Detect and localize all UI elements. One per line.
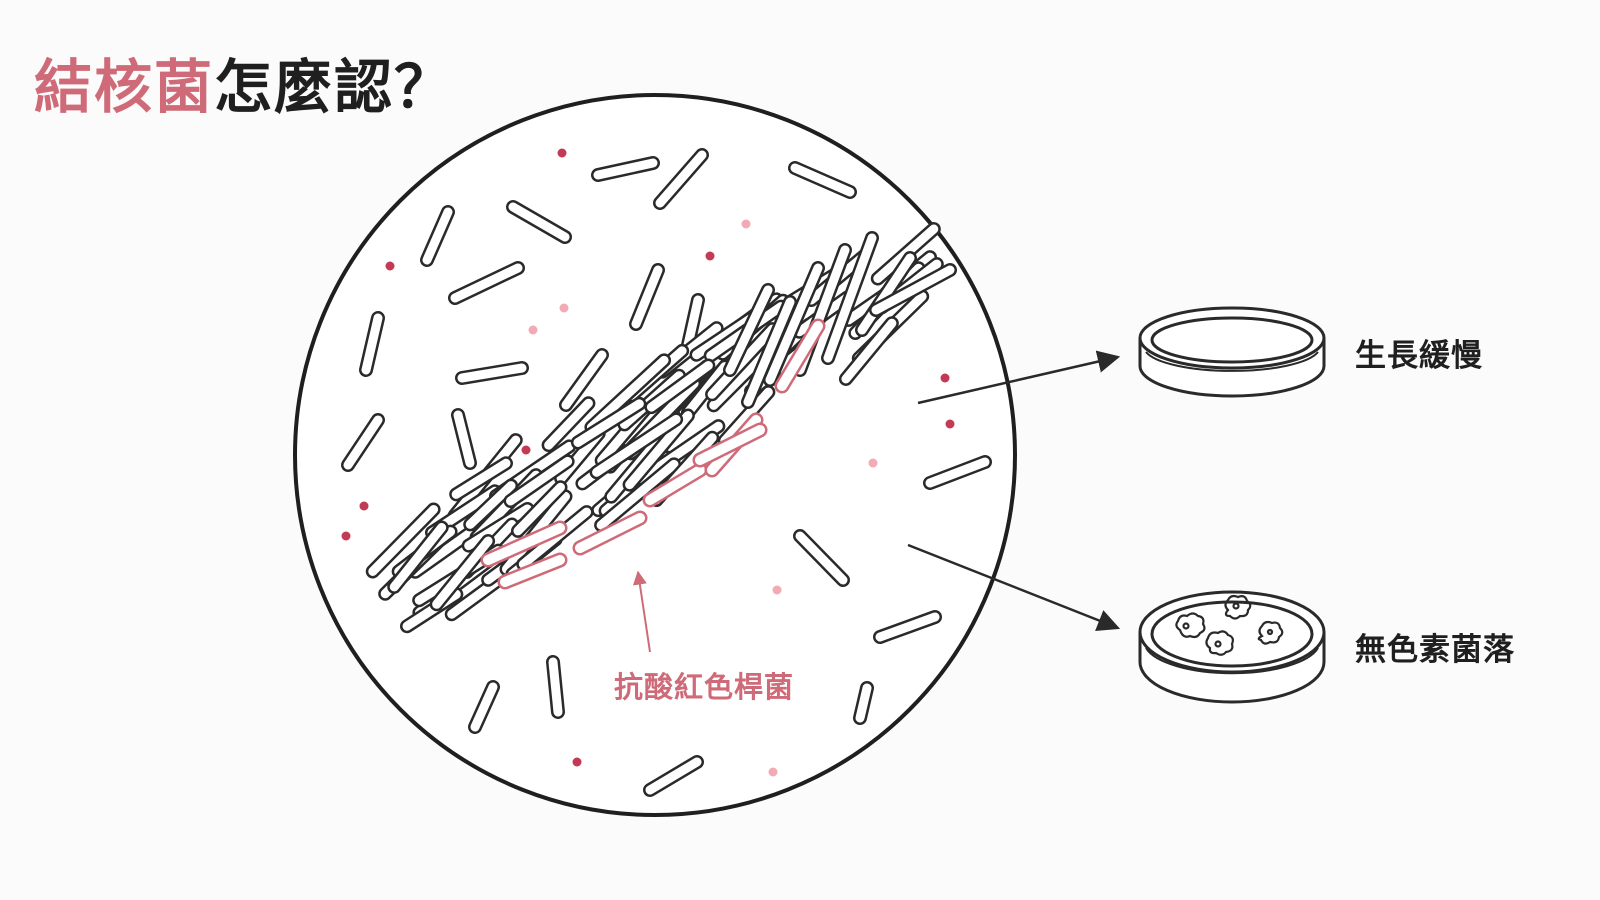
cord-bacillus: [723, 283, 775, 377]
bacillus: [853, 681, 874, 725]
cord-bacillus: [463, 478, 519, 532]
stain-dot: [528, 325, 538, 335]
cord-bacillus: [365, 502, 441, 579]
bacillus: [455, 361, 529, 385]
bacillus: [448, 261, 525, 305]
arrow-to-colonies: [907, 543, 1121, 632]
acid-fast-bacillus: [480, 520, 568, 568]
bacillus: [341, 413, 385, 472]
cord-bacillus: [461, 501, 535, 553]
page-title: 結核菌怎麼認？: [34, 40, 454, 124]
bacillus: [793, 529, 850, 587]
arrow-to-slow-growth: [917, 350, 1121, 405]
cord-bacillus: [584, 353, 672, 435]
acid-fast-pointer: [632, 570, 651, 653]
cord-bacillus: [680, 359, 732, 420]
cord-bacillus: [503, 454, 575, 508]
cord-bacillus: [741, 295, 797, 409]
cord-bacillus: [541, 396, 596, 453]
bacillus: [506, 200, 572, 244]
title-main: 怎麼認？: [214, 53, 455, 121]
petri-dish-colonies-icon: [1138, 590, 1326, 704]
cord-bacillus: [855, 251, 917, 337]
cord-bacillus: [429, 534, 496, 612]
stain-dot: [572, 757, 582, 767]
acid-fast-bacillus: [497, 552, 568, 590]
cord-bacillus: [589, 412, 684, 480]
stain-dot: [772, 585, 782, 595]
bacillus: [451, 408, 477, 470]
stain-dot: [521, 445, 531, 455]
bacillus: [559, 348, 609, 412]
bacillus: [681, 293, 705, 352]
stain-dot: [768, 767, 778, 777]
stain-dot: [341, 531, 351, 541]
cord-bacillus: [705, 322, 780, 402]
cord-bacillus: [510, 480, 568, 538]
stain-dot: [741, 219, 751, 229]
bacillus: [788, 161, 857, 199]
bacillus: [468, 680, 500, 734]
petri-dish-empty-icon: [1138, 306, 1326, 398]
cord-bacillus: [869, 263, 957, 317]
bacillus: [591, 156, 660, 182]
acid-fast-bacillus: [774, 318, 826, 394]
cord-bacillus: [821, 231, 879, 365]
cord-bacillus: [717, 385, 776, 448]
title-accent: 結核菌: [34, 53, 215, 121]
stain-dot: [559, 303, 569, 313]
cord-bacillus: [622, 408, 695, 492]
cord-bacillus: [838, 316, 899, 386]
scattered-bacilli: [341, 148, 992, 797]
cord-bacillus: [763, 261, 825, 387]
cord-bacillus: [449, 456, 513, 502]
stain-dot: [557, 148, 567, 158]
stain-dot: [940, 373, 950, 383]
acid-fast-label: 抗酸紅色桿菌: [614, 670, 795, 704]
bacillus: [873, 610, 942, 644]
cord-bacillus: [594, 457, 681, 533]
stain-dot: [868, 458, 878, 468]
cord-bacillus: [644, 358, 716, 415]
bacillus: [643, 755, 704, 797]
bacillus: [420, 205, 455, 267]
bacillus: [359, 311, 385, 377]
colonies: [1175, 594, 1284, 656]
acid-fast-bacillus: [572, 510, 648, 556]
acid-fast-bacillus: [692, 422, 768, 468]
bacillus: [923, 455, 992, 490]
bacillus: [546, 655, 565, 719]
bacillus: [629, 263, 665, 331]
colonies-label: 無色素菌落: [1355, 632, 1515, 668]
stain-dot: [945, 419, 955, 429]
bacilli-cord-cluster: [365, 222, 957, 634]
cord-bacillus: [570, 396, 647, 450]
stain-dots: [341, 148, 955, 777]
cord-bacillus: [387, 520, 449, 594]
acid-fast-bacillus: [642, 462, 708, 508]
bacillus: [653, 148, 709, 210]
stain-dot: [705, 251, 715, 261]
slow-growth-label: 生長緩慢: [1355, 338, 1483, 374]
stain-dot: [385, 261, 395, 271]
stain-dot: [359, 501, 369, 511]
